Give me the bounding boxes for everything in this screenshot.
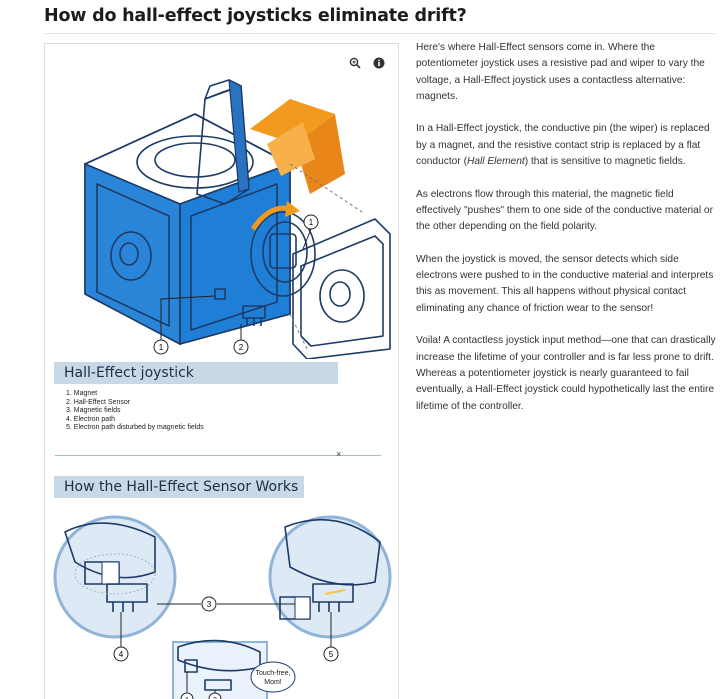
sensor-working-diagram: N Touch-free, Mom! [53,515,392,699]
speech-bubble-line-2: Mom! [264,679,282,686]
legend-item: 5. Electron path disturbed by magnetic f… [66,424,204,432]
article-body: Here's where Hall-Effect sensors come in… [416,40,716,431]
speech-bubble-line-1: Touch-free, [255,670,290,677]
paragraph-4: When the joystick is moved, the sensor d… [416,253,714,314]
zoom-in-icon [349,57,361,69]
paragraph-2: In a Hall-Effect joystick, the conductiv… [416,121,716,170]
joystick-stick [196,78,250,205]
magnifier-left [53,515,177,639]
callout-1-bottom: 1 [185,697,189,699]
joystick-housing [84,113,291,346]
rotation-arrowhead-icon [285,201,300,217]
callout-2-top: 2 [239,343,244,352]
diagram-legend: 1. Magnet 2. Hall-Effect Sensor 3. Magne… [66,390,204,433]
zoom-in-button[interactable] [344,52,366,74]
hall-element-term: Hall Element [466,156,525,168]
info-button[interactable] [368,52,390,74]
paragraph-1: Here's where Hall-Effect sensors come in… [416,42,705,102]
diagram-figure: 1 2 1 Hall-Effect joystick 1. Magnet 2. … [44,43,399,699]
center-inset-panel [172,639,296,699]
joystick-exploded-diagram: 1 2 1 [84,78,391,359]
right-sensor-module [292,218,391,359]
paragraph-5: Voila! A contactless joystick input meth… [416,335,716,412]
movement-arrow-icon [250,99,345,194]
info-icon [373,57,385,69]
paragraph-2-end: ) that is sensitive to magnetic fields. [524,156,686,168]
magnet-pole-label: N [107,570,114,581]
callout-4: 4 [119,650,124,659]
figure-separator [55,455,381,456]
callout-1-top: 1 [159,343,164,352]
separator-mark: × [336,449,342,459]
paragraph-2-start: In a Hall-Effect joystick, the conductiv… [416,123,710,168]
caption-hall-effect-joystick: Hall-Effect joystick [54,362,338,384]
title-divider [44,33,716,34]
caption-sensor-works: How the Hall-Effect Sensor Works [54,476,304,498]
callout-2-bottom: 2 [213,697,217,699]
paragraph-3: As electrons flow through this material,… [416,188,713,233]
page-title: How do hall-effect joysticks eliminate d… [44,6,467,26]
hall-sensor-chip [214,288,266,326]
legend-item: 4. Electron path [66,415,116,423]
callout-1-right: 1 [309,218,314,227]
legend-item: 1. Magnet [66,390,98,397]
left-potentiometer-knob [110,231,152,281]
callout-3: 3 [207,600,212,609]
legend-item: 3. Magnetic fields [66,407,121,415]
magnifier-right [268,515,392,639]
magnet-wheel [250,211,316,297]
legend-item: 2. Hall-Effect Sensor [66,398,131,406]
callout-5: 5 [329,650,334,659]
